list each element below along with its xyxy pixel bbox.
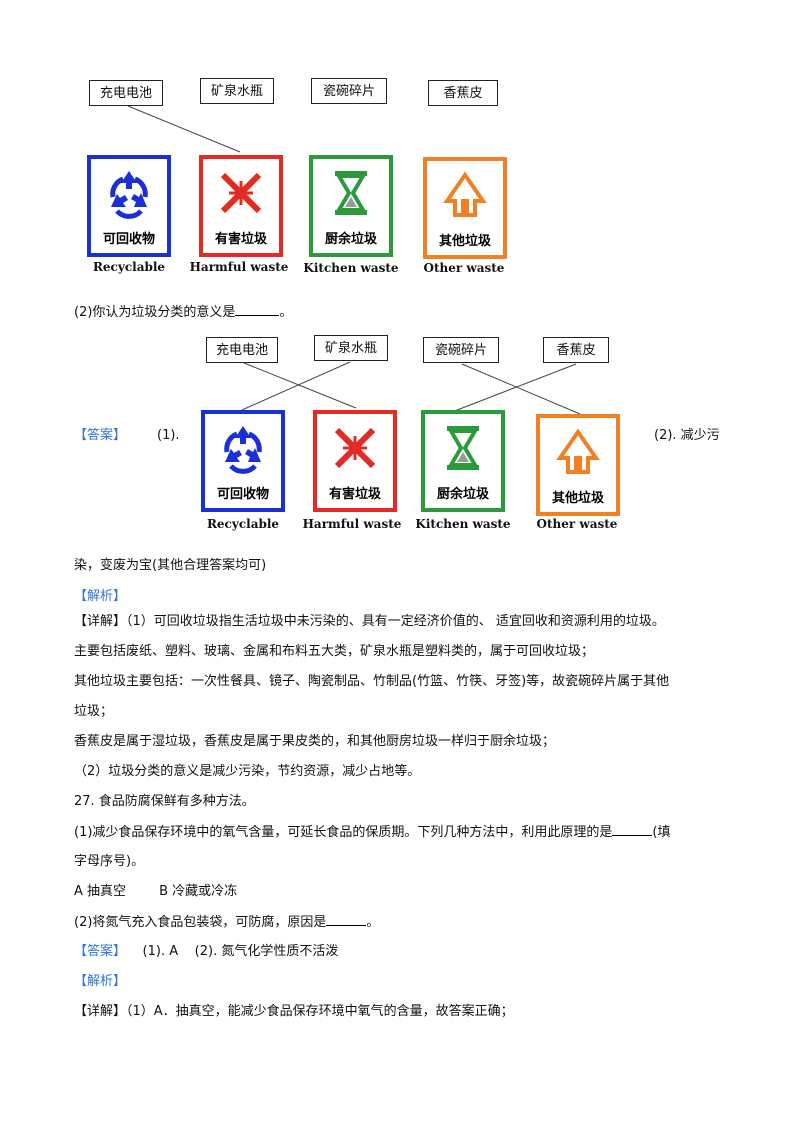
answer-tag: 【答案】 [74, 428, 127, 443]
bin-en-kitchen: Kitchen waste [303, 261, 399, 275]
bin-en-recyclable: Recyclable [92, 260, 166, 274]
q27-q1-text: (1)减少食品保存环境中的氧气含量，可延长食品的保质期。下列几种方法中，利用此原… [74, 825, 613, 840]
answer-part1-label: (1). [157, 428, 180, 443]
detail-line-6: （2）垃圾分类的意义是减少污染，节约资源，减少占地等。 [74, 764, 421, 779]
answer-connector-lines [241, 361, 581, 415]
answer-box-battery: 充电电池 [206, 337, 278, 363]
detail-line-1: 【详解】（1）可回收垃圾指生活垃圾中未污染的、具有一定经济价值的、 适宜回收和资… [74, 614, 665, 629]
detail-line-2: 主要包括废纸、塑料、玻璃、金属和布料五大类，矿泉水瓶是塑料类的，属于可回收垃圾； [74, 644, 595, 659]
question-2-text: (2)你认为垃圾分类的意义是 [74, 305, 236, 320]
q27-q1-fill-note: (填 [652, 825, 671, 840]
answer-bin-kitchen: 厨余垃圾 [421, 410, 505, 512]
q27-answer: 【答案】 (1). A (2). 氮气化学性质不活泼 [74, 943, 338, 961]
answer-bin-recyclable: 可回收物 [201, 410, 285, 512]
answer-bin-other: 其他垃圾 [536, 414, 620, 516]
answer-continuation: 染，变废为宝(其他合理答案均可) [74, 558, 267, 573]
hourglass-icon [447, 426, 479, 470]
answer-box-bowl-shards: 瓷碗碎片 [423, 337, 499, 363]
bin-label-recyclable: 可回收物 [102, 232, 155, 247]
q27-q2-end: 。 [366, 915, 380, 930]
item-box-bowl-shards: 瓷碗碎片 [311, 78, 387, 104]
recycle-icon [224, 426, 262, 474]
bin-other: 其他垃圾 [423, 157, 507, 259]
q27-q2-text: (2)将氮气充入食品包装袋，可防腐，原因是 [74, 915, 327, 930]
bin-harmful: 有害垃圾 [199, 155, 283, 257]
q27-q1-line2: 字母序号)。 [74, 854, 145, 869]
q27-answer-text: (1). A (2). 氮气化学性质不活泼 [142, 944, 339, 959]
q27-analysis-tag: 【解析】 [74, 974, 127, 989]
other-arrow-icon [556, 428, 600, 474]
q27-answer-blank-1 [612, 823, 653, 836]
q27-answer-tag: 【答案】 [74, 944, 127, 959]
answer-bin-en-harmful: Harmful waste [302, 517, 402, 531]
question-2: (2)你认为垃圾分类的意义是 。 [74, 303, 292, 322]
answer-part2-label: (2). 减少污 [654, 428, 720, 443]
q27-options: A 抽真空 B 冷藏或冷冻 [74, 884, 238, 899]
answer-box-bottle: 矿泉水瓶 [314, 335, 388, 361]
item-box-battery: 充电电池 [89, 80, 163, 106]
analysis-tag: 【解析】 [74, 589, 127, 604]
answer-bin-label-kitchen: 厨余垃圾 [436, 487, 489, 502]
recycle-icon [110, 171, 148, 219]
bin-en-other: Other waste [423, 261, 505, 275]
answer-bin-en-recyclable: Recyclable [206, 517, 280, 531]
q27-q1-line1: (1)减少食品保存环境中的氧气含量，可延长食品的保质期。下列几种方法中，利用此原… [74, 823, 671, 842]
bin-recyclable: 可回收物 [87, 155, 171, 257]
bin-label-kitchen: 厨余垃圾 [324, 232, 377, 247]
answer-bin-label-other: 其他垃圾 [551, 491, 604, 506]
item-box-bottle: 矿泉水瓶 [200, 78, 274, 104]
detail-line-4: 垃圾； [74, 704, 114, 719]
bin-label-other: 其他垃圾 [438, 234, 491, 249]
hourglass-icon [335, 171, 367, 215]
detail-line-3: 其他垃圾主要包括：一次性餐具、镜子、陶瓷制品、竹制品(竹篮、竹筷、牙签)等，故瓷… [74, 674, 670, 689]
q27-answer-blank-2 [326, 913, 367, 926]
question-2-end: 。 [279, 305, 293, 320]
q27-detail: 【详解】（1）A．抽真空，能减少食品保存环境中氧气的含量，故答案正确； [74, 1004, 514, 1019]
connector-line [127, 105, 241, 153]
answer-bin-en-other: Other waste [536, 517, 618, 531]
answer-bin-label-recyclable: 可回收物 [216, 487, 269, 502]
answer-bin-en-kitchen: Kitchen waste [415, 517, 511, 531]
bin-en-harmful: Harmful waste [189, 260, 289, 274]
q27-title: 27. 食品防腐保鲜有多种方法。 [74, 794, 255, 809]
item-box-banana-peel: 香蕉皮 [428, 80, 498, 106]
bin-kitchen: 厨余垃圾 [309, 155, 393, 257]
answer-box-banana-peel: 香蕉皮 [543, 337, 609, 363]
answer-bin-label-harmful: 有害垃圾 [328, 487, 381, 502]
harmful-x-icon [334, 427, 376, 469]
other-arrow-icon [443, 171, 487, 217]
answer-bin-harmful: 有害垃圾 [313, 410, 397, 512]
detail-line-5: 香蕉皮是属于湿垃圾，香蕉皮是属于果皮类的，和其他厨房垃圾一样归于厨余垃圾； [74, 734, 556, 749]
bin-label-harmful: 有害垃圾 [214, 232, 267, 247]
q27-q2: (2)将氮气充入食品包装袋，可防腐，原因是 。 [74, 913, 379, 932]
answer-blank [235, 303, 280, 316]
harmful-x-icon [220, 172, 262, 214]
